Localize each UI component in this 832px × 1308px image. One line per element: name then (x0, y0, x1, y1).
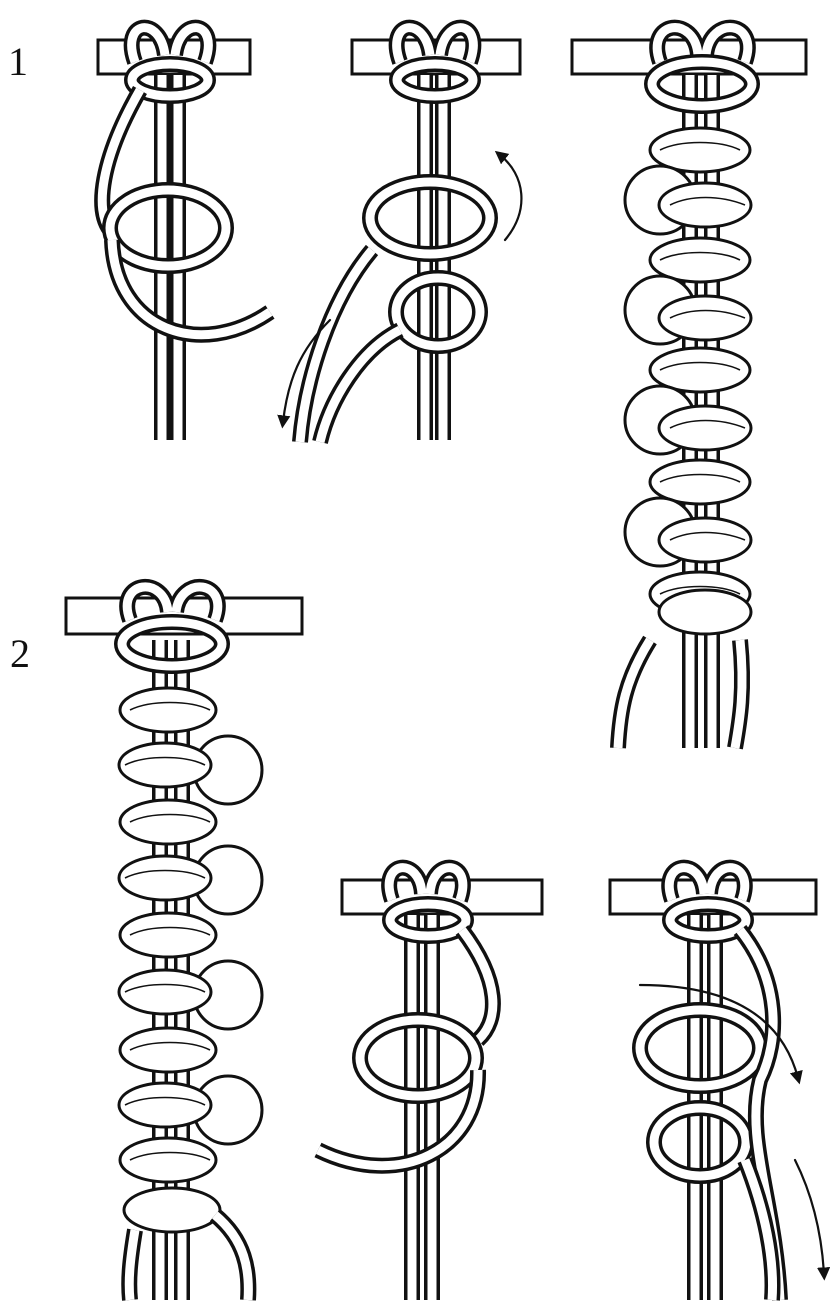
curved-arrow-icon (500, 155, 521, 240)
down-arrow-icon (795, 1160, 824, 1274)
figure-2c (610, 868, 824, 1300)
figure-1c (572, 28, 806, 748)
figure-1b (283, 28, 521, 442)
figure-2b (318, 868, 542, 1300)
figure-1a (98, 28, 270, 440)
figure-2a (66, 587, 302, 1300)
